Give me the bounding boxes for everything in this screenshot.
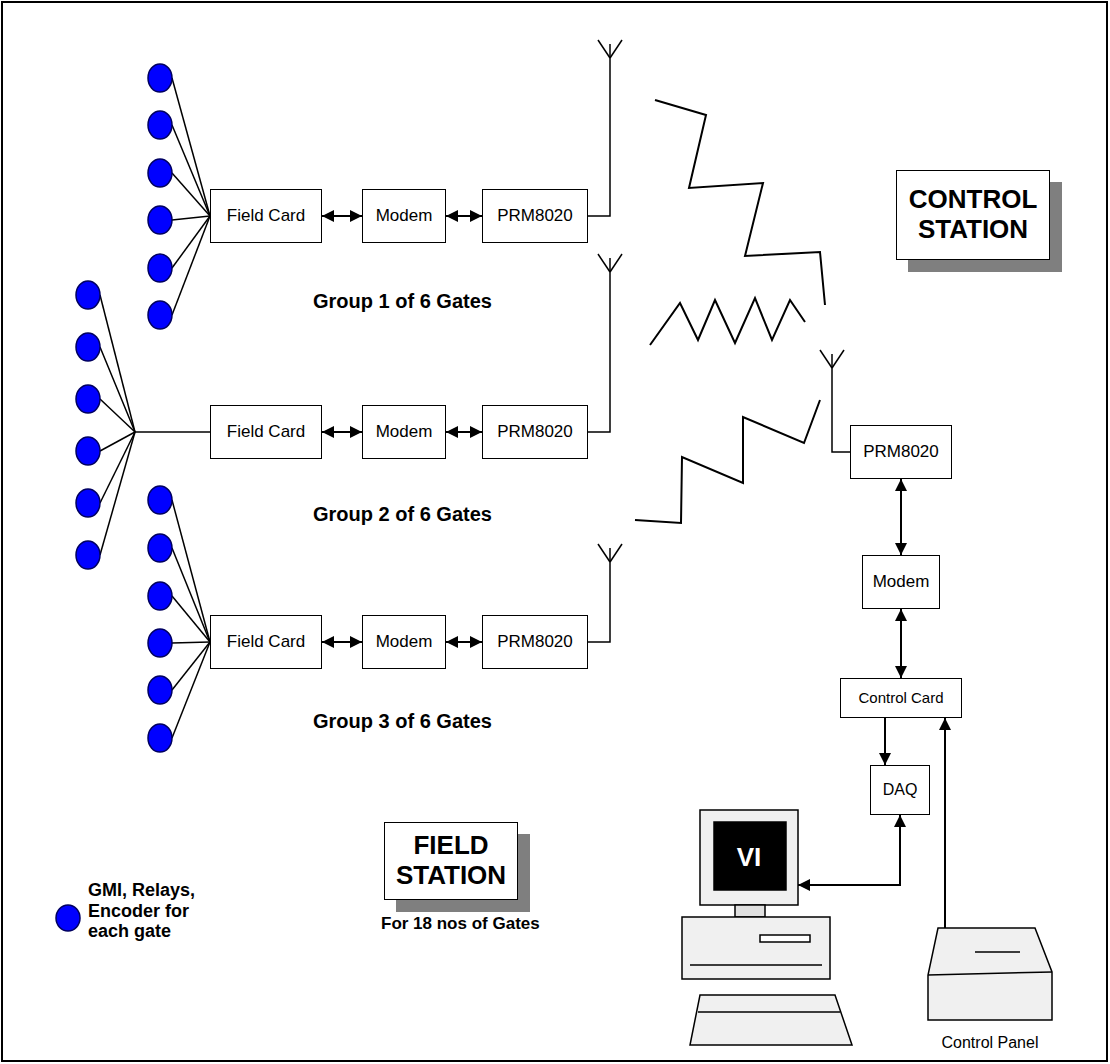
box-text: Modem (376, 632, 433, 652)
box-text: Field Card (227, 422, 305, 442)
box-text: PRM8020 (863, 442, 939, 462)
field-card-box: Field Card (210, 615, 322, 669)
signal-arrow (900, 479, 902, 555)
box-text: Field Card (227, 206, 305, 226)
box-text: CONTROL STATION (905, 185, 1041, 245)
modem-box: Modem (862, 555, 940, 609)
computer-screen: VI (700, 810, 798, 905)
radio-modem-box: PRM8020 (482, 405, 588, 459)
box-text: PRM8020 (497, 632, 573, 652)
group-label: Group 1 of 6 Gates (313, 290, 492, 313)
signal-arrow (322, 431, 362, 433)
antenna-symbol (588, 40, 850, 642)
gate-device-dots (76, 64, 172, 752)
control-card-box: Control Card (840, 678, 962, 718)
box-text: PRM8020 (497, 422, 573, 442)
fan-wires (100, 78, 210, 738)
control-panel: Control Panel (925, 928, 1055, 1056)
box-text: Modem (873, 572, 930, 592)
radio-modem-box: PRM8020 (850, 425, 952, 479)
signal-arrow (900, 609, 902, 678)
modem-box: Modem (362, 189, 446, 243)
legend-text: GMI, Relays, Encoder for each gate (88, 880, 213, 942)
radio-wave (635, 100, 825, 523)
legend-entry: GMI, Relays, Encoder for each gate (55, 880, 215, 944)
box-text: Control Card (858, 689, 943, 706)
signal-arrow (446, 215, 482, 217)
box-text: DAQ (883, 781, 918, 799)
box-text: Modem (376, 206, 433, 226)
modem-box: Modem (362, 405, 446, 459)
signal-arrow (322, 215, 362, 217)
daq-box: DAQ (870, 765, 930, 815)
station-box: CONTROL STATION (896, 170, 1050, 260)
box-text: Field Card (227, 632, 305, 652)
signal-arrow (446, 641, 482, 643)
box-text: Modem (376, 422, 433, 442)
box-text: Control Panel (942, 1034, 1039, 1052)
signal-arrow (446, 431, 482, 433)
field-card-box: Field Card (210, 189, 322, 243)
signal-arrow (798, 815, 900, 885)
box-text: FIELD STATION (393, 831, 509, 891)
signal-arrow (944, 718, 946, 928)
station-box: FIELD STATION (384, 822, 518, 900)
group-label: Group 3 of 6 Gates (313, 710, 492, 733)
field-card-box: Field Card (210, 405, 322, 459)
signal-arrow (322, 641, 362, 643)
radio-modem-box: PRM8020 (482, 615, 588, 669)
legend-swatch (56, 905, 80, 931)
modem-box: Modem (362, 615, 446, 669)
group-label: Group 2 of 6 Gates (313, 503, 492, 526)
radio-modem-box: PRM8020 (482, 189, 588, 243)
control-panel-illustration (928, 928, 1052, 1020)
signal-arrow (884, 718, 886, 765)
station-note: For 18 nos of Gates (381, 914, 540, 934)
legend-swatch-frame (55, 904, 81, 932)
box-text: VI (737, 843, 762, 873)
computer-illustration (682, 810, 852, 1045)
box-text: PRM8020 (497, 206, 573, 226)
